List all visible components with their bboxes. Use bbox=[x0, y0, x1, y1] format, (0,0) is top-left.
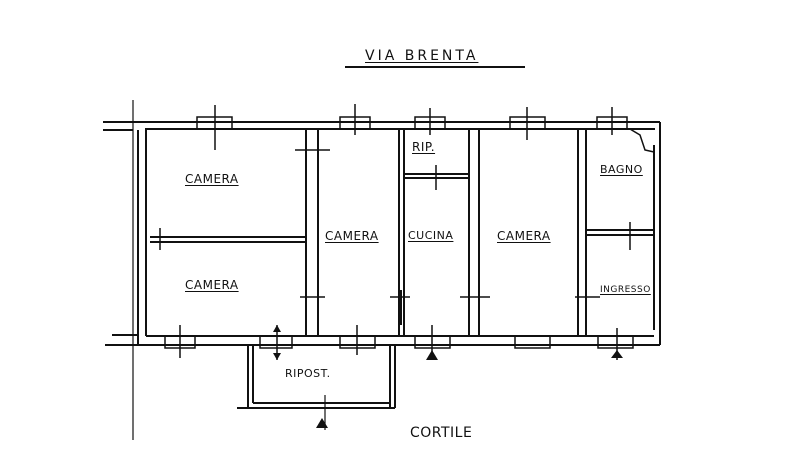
interior-walls bbox=[150, 128, 653, 337]
windows bbox=[159, 104, 634, 360]
room-label-camera: CAMERA bbox=[185, 278, 239, 292]
ripostiglio-walls bbox=[237, 325, 396, 430]
room-label-camera: CAMERA bbox=[325, 229, 379, 243]
room-label-camera: CAMERA bbox=[185, 172, 239, 186]
room-label-rip: RIP. bbox=[412, 140, 436, 154]
entrance-arrow-icon bbox=[316, 418, 328, 428]
room-label-ripostiglio: RIPOST. bbox=[285, 367, 331, 380]
entrance-arrow-icon bbox=[426, 350, 438, 360]
street-label: VIA BRENTA bbox=[365, 48, 479, 64]
entrance-arrow-icon bbox=[611, 350, 623, 358]
entrance-arrows bbox=[273, 325, 623, 428]
room-label-bagno: BAGNO bbox=[600, 163, 643, 176]
room-label-camera: CAMERA bbox=[497, 229, 551, 243]
room-label-cucina: CUCINA bbox=[408, 229, 454, 242]
room-label-ingresso: INGRESSO bbox=[600, 285, 651, 295]
outer-walls bbox=[103, 100, 661, 440]
courtyard-label: CORTILE bbox=[410, 425, 473, 441]
